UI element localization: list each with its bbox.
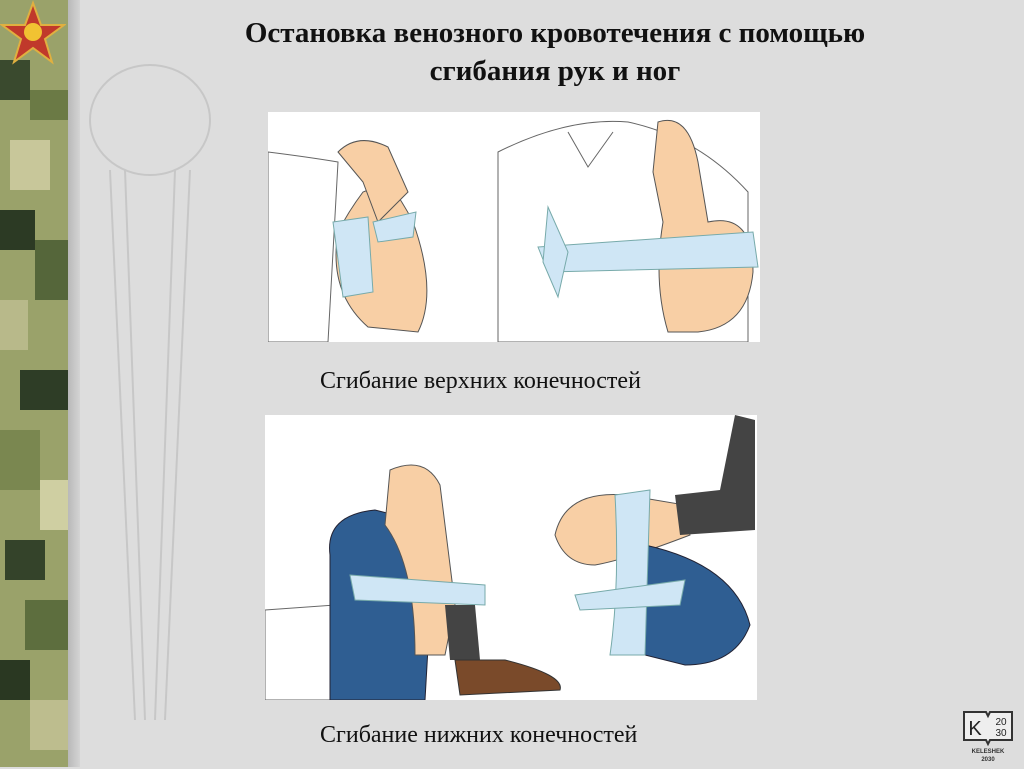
- keleshek-2030-logo: K 20 30 KELESHEK 2030: [960, 708, 1016, 764]
- title-line-2: сгибания рук и ног: [429, 55, 681, 87]
- logo-name: KELESHEK: [972, 749, 1005, 755]
- lower-limb-flexion-illustration: [265, 415, 757, 700]
- star-emblem-icon: [0, 0, 66, 65]
- divider-band: [68, 0, 80, 767]
- slide-title: Остановка венозного кровотечения с помощ…: [130, 14, 980, 90]
- upper-limb-flexion-illustration: [268, 112, 760, 342]
- logo-year-top: 20: [995, 717, 1007, 728]
- title-line-1: Остановка венозного кровотечения с помощ…: [244, 17, 866, 49]
- logo-year-bottom: 30: [995, 728, 1007, 739]
- camouflage-strip: [0, 0, 68, 767]
- caption-upper-limbs: Сгибание верхних конечностей: [320, 368, 641, 394]
- caption-lower-limbs: Сгибание нижних конечностей: [320, 722, 638, 748]
- logo-year: 2030: [981, 757, 995, 763]
- tower-watermark: [89, 64, 211, 720]
- logo-letter: K: [968, 718, 982, 740]
